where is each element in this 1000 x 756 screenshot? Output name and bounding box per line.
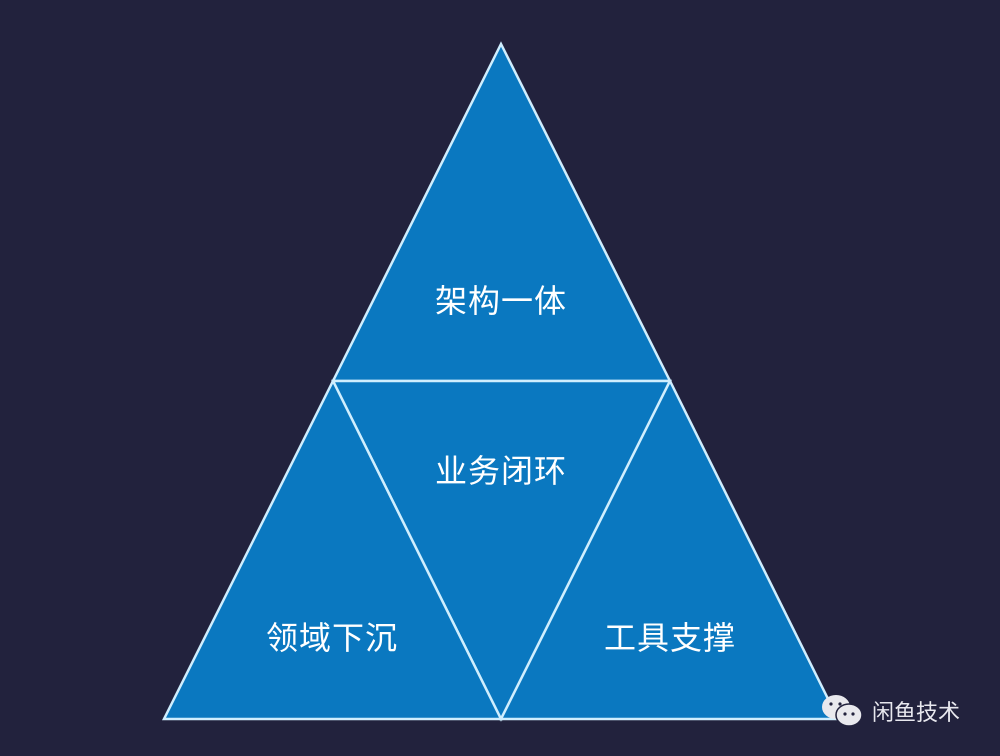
wechat-icon xyxy=(822,695,863,727)
label-bottom-left: 领域下沉 xyxy=(265,619,398,657)
bottom-right-triangle xyxy=(498,378,841,721)
label-bottom-right: 工具支撑 xyxy=(603,619,736,657)
watermark: 闲鱼技术 xyxy=(820,693,960,729)
top-triangle xyxy=(330,41,673,383)
bottom-left-triangle xyxy=(161,378,504,721)
label-top: 架构一体 xyxy=(434,282,567,320)
label-center: 业务闭环 xyxy=(434,452,567,490)
watermark-text: 闲鱼技术 xyxy=(872,701,961,726)
